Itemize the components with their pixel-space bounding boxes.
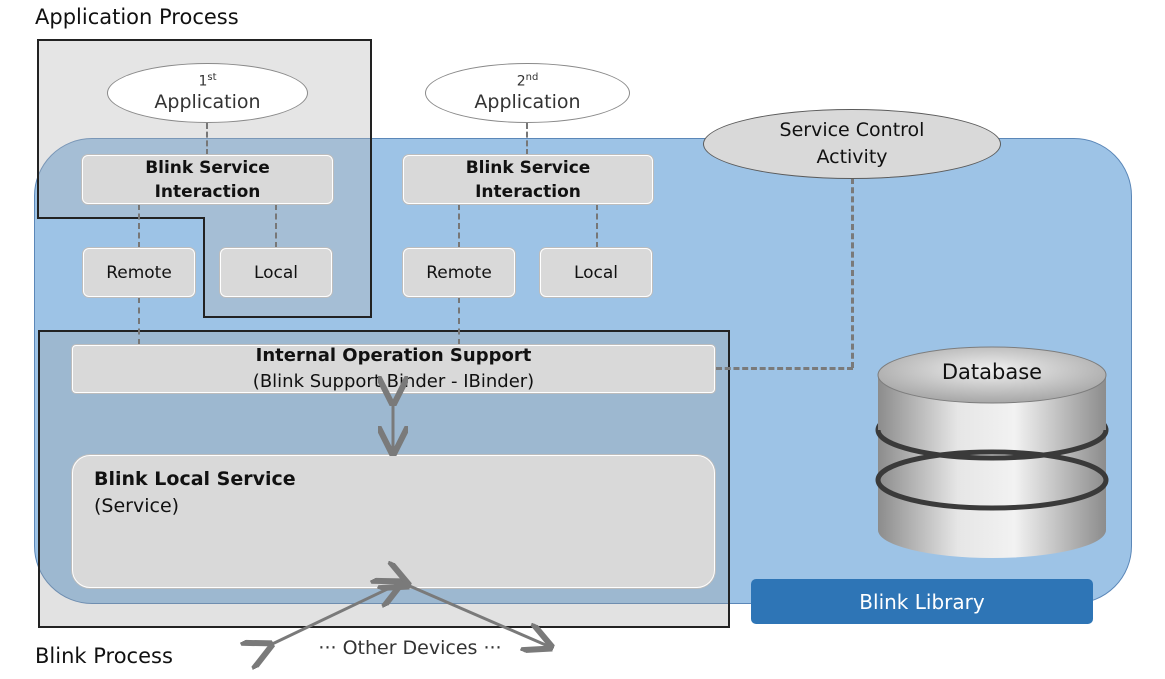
application-2-ellipse: 2nd Application — [425, 63, 630, 123]
application-1-ellipse: 1st Application — [107, 63, 308, 123]
service-control-activity-ellipse: Service Control Activity — [703, 109, 1001, 179]
device-arrow-left — [268, 584, 398, 646]
connector-control-vertical — [851, 178, 854, 368]
other-devices-label: ··· Other Devices ··· — [300, 637, 520, 659]
blink-library-label: Blink Library — [859, 589, 985, 614]
local-service-title: Blink Local Service — [94, 468, 296, 490]
application-2-suffix: nd — [525, 71, 539, 83]
connector-app2-interaction — [526, 123, 528, 155]
interaction-1-line1: Blink Service — [145, 157, 270, 178]
local-2-label: Local — [573, 262, 619, 283]
device-arrow-right — [405, 584, 548, 646]
interaction-1-line2: Interaction — [154, 181, 261, 202]
interaction-2-line2: Interaction — [475, 181, 581, 202]
connector-interaction1-local — [275, 204, 277, 248]
connector-interaction2-local — [596, 204, 598, 248]
service-control-line1: Service Control — [779, 119, 925, 141]
local-1-label: Local — [253, 262, 299, 283]
blink-service-interaction-2: Blink Service Interaction — [403, 155, 653, 204]
remote-box-2: Remote — [403, 248, 515, 297]
database-label: Database — [941, 360, 1043, 384]
application-1-label: Application — [154, 91, 261, 114]
application-2-ordinal: 2 — [516, 73, 526, 90]
application-process-label: Application Process — [35, 5, 239, 29]
application-1-suffix: st — [207, 71, 217, 83]
blink-library-label-box: Blink Library — [751, 579, 1093, 624]
application-2-label: Application — [474, 91, 581, 114]
blink-service-interaction-1: Blink Service Interaction — [82, 155, 333, 204]
connector-remote2-support — [458, 297, 460, 345]
connector-interaction1-remote — [138, 204, 140, 248]
connector-app1-interaction — [206, 123, 208, 155]
remote-1-label: Remote — [106, 262, 172, 283]
connector-remote1-support — [138, 297, 140, 345]
service-control-line2: Activity — [816, 146, 888, 168]
connector-control-horizontal — [716, 367, 853, 370]
interaction-2-line1: Blink Service — [465, 157, 591, 178]
local-box-2: Local — [540, 248, 652, 297]
remote-2-label: Remote — [426, 262, 492, 283]
application-1-ordinal: 1 — [198, 73, 208, 90]
internal-support-title: Internal Operation Support — [255, 345, 532, 366]
remote-box-1: Remote — [83, 248, 195, 297]
connector-interaction2-remote — [458, 204, 460, 248]
database-icon — [875, 346, 1109, 558]
local-box-1: Local — [220, 248, 332, 297]
blink-process-label: Blink Process — [35, 644, 173, 668]
local-service-subtitle: (Service) — [94, 495, 180, 517]
